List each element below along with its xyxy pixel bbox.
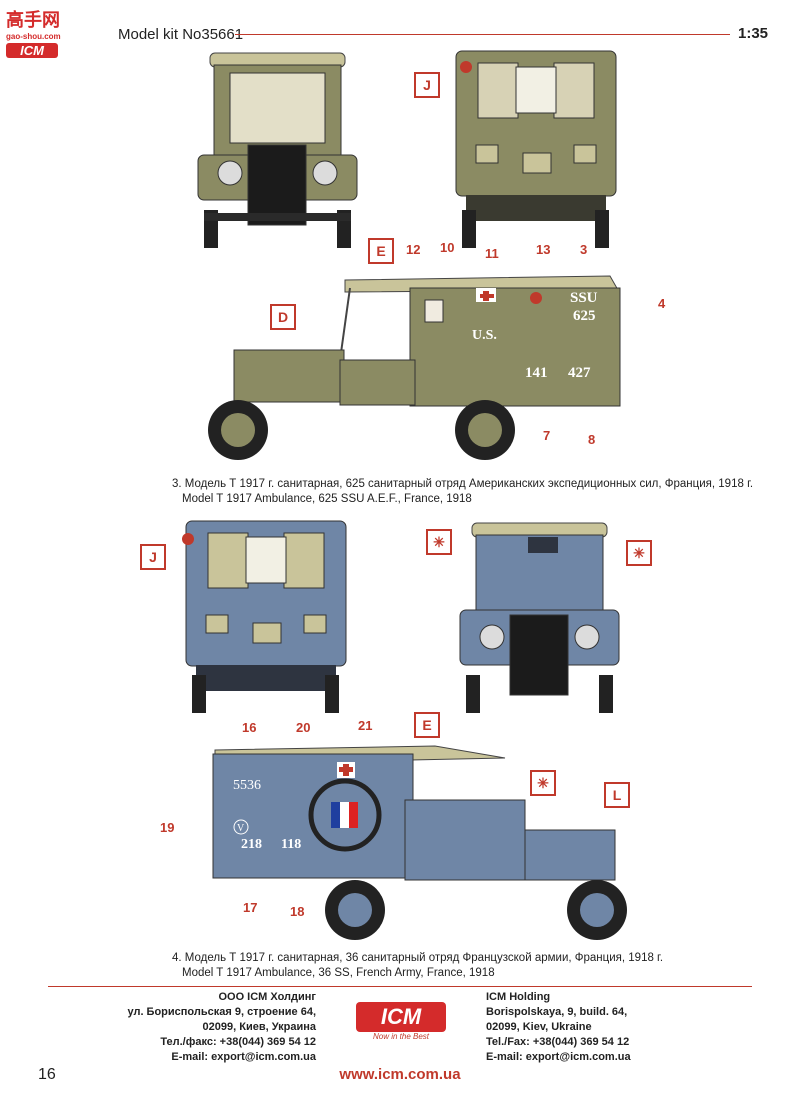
fig4-num-16: 16 — [242, 720, 257, 735]
fig3-caption-en: Model T 1917 Ambulance, 625 SSU A.E.F., … — [182, 493, 472, 505]
fig4-callout-l: L — [604, 782, 630, 808]
address-ru-line3: 02099, Киев, Украина — [202, 1021, 316, 1033]
fig4-caption-en: Model T 1917 Ambulance, 36 SS, French Ar… — [182, 967, 495, 979]
page-number: 16 — [38, 1066, 56, 1083]
watermark-chars: 高手网 — [6, 10, 60, 31]
fig3-num-3: 3 — [580, 242, 588, 257]
fig3-caption-ru: 3. Модель Т 1917 г. санитарная, 625 сани… — [172, 478, 754, 490]
fig3-rear-view — [455, 50, 617, 248]
fig4-num-19: 19 — [160, 820, 175, 835]
fig3-num-12: 12 — [406, 242, 421, 257]
address-ru-line2: ул. Бориспольская 9, строение 64, — [127, 1006, 316, 1018]
fig3-num-11: 11 — [485, 246, 499, 261]
fig3-mark-625: 625 — [573, 308, 596, 324]
address-ru-line4: Тел./факс: +38(044) 369 54 12 — [160, 1036, 316, 1048]
fig4-rear-view — [182, 520, 347, 713]
fig4-callout-star-right: ✳ — [626, 540, 652, 566]
fig3-front-view — [197, 52, 358, 248]
fig4-mark-118: 118 — [281, 837, 301, 852]
fig3-num-8: 8 — [588, 432, 596, 447]
address-en-line5: E-mail: export@icm.com.ua — [486, 1051, 631, 1063]
fig3-mark-427: 427 — [568, 365, 591, 381]
icm-logo: ICM Now in the Best — [356, 1002, 446, 1041]
website-link[interactable]: www.icm.com.ua — [339, 1066, 461, 1083]
fig3-callout-e: E — [368, 238, 394, 264]
fig4-callout-j: J — [140, 544, 166, 570]
footer-rule — [48, 986, 752, 987]
address-ru: ООО ICM Холдинг ул. Бориспольская 9, стр… — [120, 990, 316, 1065]
header-rule — [235, 34, 730, 35]
fig4-callout-star-side: ✳ — [530, 770, 556, 796]
kit-title: Model kit No35661 — [118, 26, 244, 43]
address-ru-line1: ООО ICM Холдинг — [218, 991, 316, 1003]
address-en-line3: 02099, Kiev, Ukraine — [486, 1021, 592, 1033]
fig4-num-21: 21 — [358, 718, 373, 733]
fig3-mark-us: U.S. — [472, 328, 497, 343]
address-en-line4: Tel./Fax: +38(044) 369 54 12 — [486, 1036, 630, 1048]
watermark: 高手网 gao-shou.com ICM — [6, 6, 76, 58]
address-en-line2: Borispolskaya, 9, build. 64, — [486, 1006, 628, 1018]
fig4-front-view — [459, 522, 620, 713]
fig4-callout-star-left: ✳ — [426, 529, 452, 555]
address-en: ICM Holding Borispolskaya, 9, build. 64,… — [486, 990, 686, 1065]
fig4-callout-e: E — [414, 712, 440, 738]
fig3-mark-ssu: SSU — [570, 290, 598, 306]
fig4-num-20: 20 — [296, 720, 311, 735]
fig3-mark-141: 141 — [525, 365, 548, 381]
fig4-mark-5536: 5536 — [233, 778, 261, 793]
fig4-num-18: 18 — [290, 904, 305, 919]
fig3-side-view: SSU 625 U.S. 141 427 — [208, 275, 621, 460]
icm-logo-tagline: Now in the Best — [372, 1032, 430, 1041]
fig4-caption-ru: 4. Модель Т 1917 г. санитарная, 36 санит… — [172, 952, 664, 964]
watermark-url: gao-shou.com — [6, 32, 61, 41]
fig3-callout-j: J — [414, 72, 440, 98]
fig3-num-7: 7 — [543, 428, 551, 443]
icm-logo-mark: ICM — [356, 1002, 446, 1032]
fig3-num-4: 4 — [658, 296, 666, 311]
icm-logo-small: ICM — [6, 43, 58, 58]
fig4-mark-v: V — [237, 823, 245, 834]
address-ru-line5: E-mail: export@icm.com.ua — [171, 1051, 316, 1063]
fig4-side-view: 5536 V 218 118 — [212, 745, 627, 940]
fig3-num-13: 13 — [536, 242, 551, 257]
fig4-num-17: 17 — [243, 900, 258, 915]
fig3-num-10: 10 — [440, 240, 455, 255]
fig3-callout-d: D — [270, 304, 296, 330]
fig4-mark-218: 218 — [241, 837, 262, 852]
scale-label: 1:35 — [738, 25, 769, 42]
address-en-line1: ICM Holding — [486, 991, 551, 1003]
